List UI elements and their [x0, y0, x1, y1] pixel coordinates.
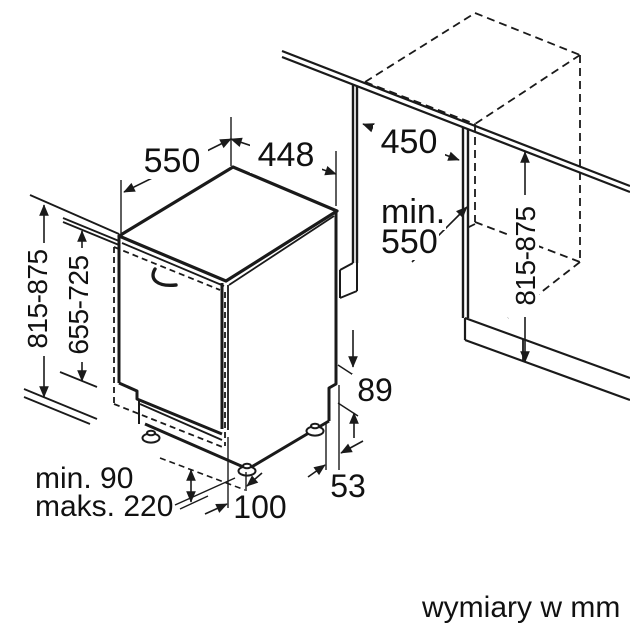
dim-label-top-width: 448: [250, 137, 322, 174]
adjustable-foot-icon: [305, 422, 325, 437]
door-handle-icon: [151, 267, 178, 287]
adjustable-feet: [141, 422, 325, 477]
dim-label-base-back-height: 89: [352, 373, 398, 408]
door-panel-dashed-outline: [113, 246, 226, 449]
adjustable-foot-icon: [237, 462, 257, 477]
dim-label-plinth-min: min. 90: [35, 462, 134, 495]
dim-label-niche-height: 815-875: [510, 195, 541, 317]
dim-label-niche-depth-prefix: min.: [380, 193, 447, 231]
dim-label-niche-depth-value: 550: [380, 223, 439, 261]
adjustable-foot-icon: [141, 429, 161, 444]
dim-label-base-side-inset: 53: [324, 469, 372, 504]
niche-cabinet-lines: [281, 49, 630, 402]
dim-label-door-panel-height: 655-725: [63, 249, 94, 361]
dim-label-niche-width: 450: [373, 124, 445, 161]
dim-label-plinth-recess-depth: 100: [230, 490, 290, 525]
dimension-lines: [39, 123, 530, 515]
dim-label-plinth-max: maks. 220: [35, 490, 174, 523]
dishwasher-outline: [117, 165, 339, 471]
dim-label-top-depth: 550: [136, 143, 208, 180]
niche-dashed-box: [364, 12, 581, 319]
dim-label-appliance-height: 815-875: [22, 243, 53, 355]
plinth-dashed-reference: [159, 457, 246, 491]
units-note: wymiary w mm: [422, 591, 621, 624]
